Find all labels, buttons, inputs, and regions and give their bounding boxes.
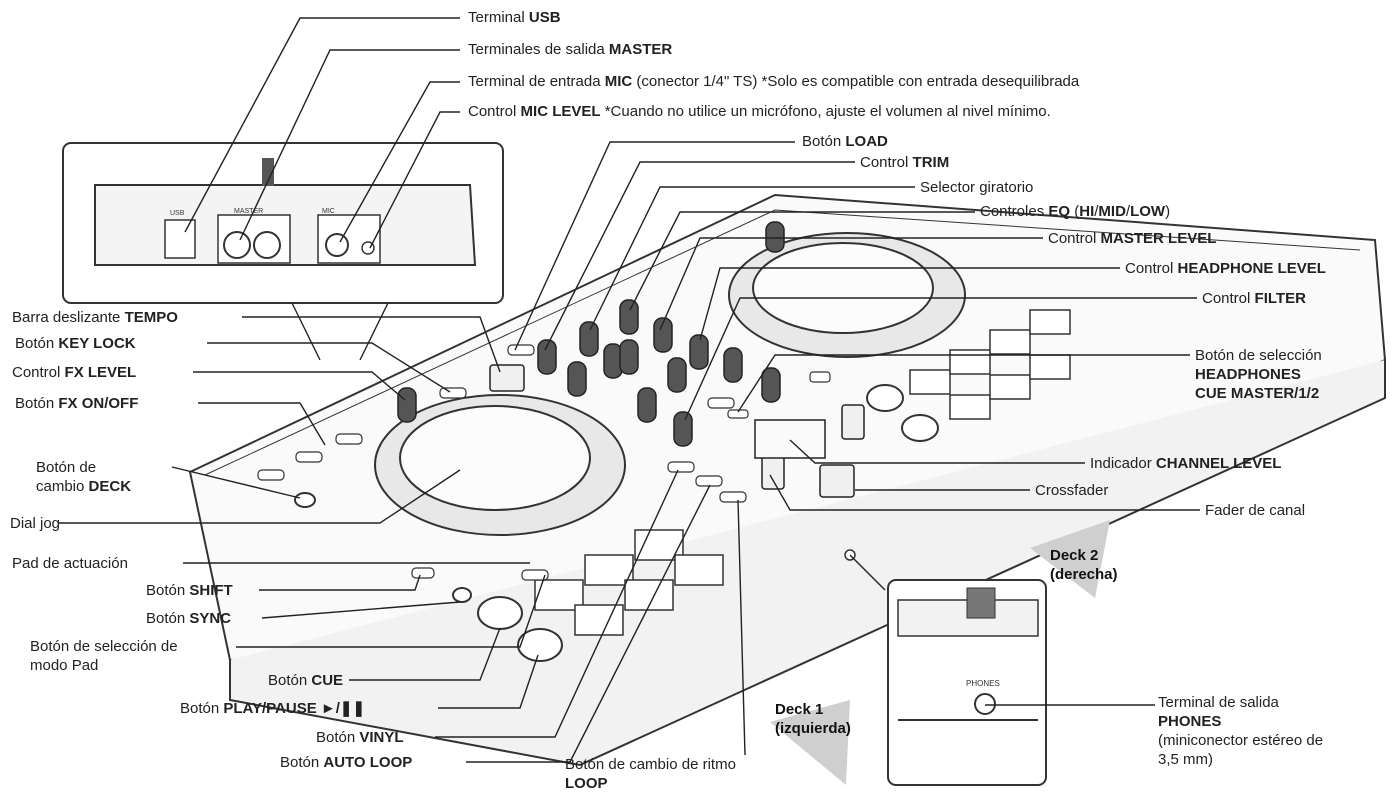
jog-dial-left bbox=[374, 394, 626, 536]
label-key-lock: Botón KEY LOCK bbox=[15, 335, 136, 352]
label-mic-input: Terminal de entrada MIC (conector 1/4" T… bbox=[468, 73, 1080, 90]
inset-master-text: MASTER bbox=[234, 208, 263, 215]
deck2-line2: (derecha) bbox=[1050, 566, 1118, 583]
knobs bbox=[397, 221, 785, 447]
label-load-button: Botón LOAD bbox=[802, 133, 888, 150]
faders bbox=[489, 364, 865, 498]
label-deck-change: Botón de cambio DECK bbox=[36, 458, 131, 496]
label-vinyl-button: Botón VINYL bbox=[316, 729, 404, 746]
phones-inset-panel bbox=[844, 549, 1047, 786]
hp-select-line2: HEADPHONES bbox=[1195, 366, 1301, 383]
round-buttons bbox=[294, 384, 939, 662]
label-shift-button: Botón SHIFT bbox=[146, 582, 233, 599]
hp-select-line1: Botón de selección bbox=[1195, 347, 1322, 364]
leader-lines bbox=[59, 17, 1200, 763]
performance-pads-right bbox=[909, 309, 1071, 420]
label-mic-level: Control MIC LEVEL *Cuando no utilice un … bbox=[468, 103, 1051, 120]
label-trim-control: Control TRIM bbox=[860, 154, 950, 171]
label-cue-button: Botón CUE bbox=[268, 672, 344, 689]
deck2-line1: Deck 2 bbox=[1050, 547, 1099, 564]
phones-line4: 3,5 mm) bbox=[1158, 751, 1214, 768]
deck-arrows bbox=[770, 520, 1110, 785]
label-crossfader: Crossfader bbox=[1035, 482, 1109, 499]
label-master-output: Terminales de salida MASTER bbox=[468, 41, 673, 58]
label-headphones-select: Botón de selección HEADPHONES CUE MASTER… bbox=[1195, 346, 1322, 403]
label-fx-onoff: Botón FX ON/OFF bbox=[15, 395, 139, 412]
label-pad-mode-select: Botón de selección de modo Pad bbox=[30, 637, 178, 675]
hp-select-line3: CUE MASTER/1/2 bbox=[1195, 385, 1320, 402]
label-usb-terminal: Terminal USB bbox=[468, 9, 561, 26]
deck2-label: Deck 2 (derecha) bbox=[1050, 546, 1118, 584]
label-channel-level: Indicador CHANNEL LEVEL bbox=[1090, 455, 1282, 472]
inset-phones-text: PHONES bbox=[966, 679, 1000, 688]
jog-dial-right bbox=[728, 232, 966, 358]
label-rotary-selector: Selector giratorio bbox=[920, 179, 1034, 196]
label-jog-dial: Dial jog bbox=[10, 515, 61, 532]
phones-line3: (miniconector estéreo de bbox=[1158, 732, 1324, 749]
beat-change-line1: Botón de cambio de ritmo bbox=[565, 756, 736, 773]
label-beat-change-loop: Botón de cambio de ritmo LOOP bbox=[565, 755, 736, 793]
label-tempo-slider: Barra deslizante TEMPO bbox=[12, 309, 178, 326]
label-sync-button: Botón SYNC bbox=[146, 610, 232, 627]
beat-change-line2: LOOP bbox=[565, 775, 608, 792]
label-channel-fader: Fader de canal bbox=[1205, 502, 1306, 519]
rear-inset-panel bbox=[62, 142, 504, 304]
label-phones-output: Terminal de salida PHONES (miniconector … bbox=[1158, 693, 1323, 769]
pad-mode-line1: Botón de selección de bbox=[30, 638, 178, 655]
phones-line1: Terminal de salida bbox=[1158, 694, 1279, 711]
label-filter-control: Control FILTER bbox=[1202, 290, 1306, 307]
label-play-pause-button: Botón PLAY/PAUSE ►/❚❚ bbox=[180, 700, 366, 717]
deck-change-line2: cambio DECK bbox=[36, 478, 132, 495]
deck1-line2: (izquierda) bbox=[775, 720, 851, 737]
label-auto-loop-button: Botón AUTO LOOP bbox=[280, 754, 413, 771]
label-headphone-level: Control HEADPHONE LEVEL bbox=[1125, 260, 1326, 277]
label-performance-pad: Pad de actuación bbox=[12, 555, 128, 572]
inset-usb-text: USB bbox=[170, 210, 185, 217]
inset-mic-text: MIC bbox=[322, 208, 335, 215]
deck-change-line1: Botón de bbox=[36, 459, 97, 476]
label-fx-level: Control FX LEVEL bbox=[12, 364, 137, 381]
phones-line2: PHONES bbox=[1158, 713, 1222, 730]
label-eq-controls: Controles EQ (HI/MID/LOW) bbox=[980, 203, 1171, 220]
pad-mode-line2: modo Pad bbox=[30, 657, 99, 674]
deck1-line1: Deck 1 bbox=[775, 701, 824, 718]
deck1-label: Deck 1 (izquierda) bbox=[775, 700, 851, 738]
label-master-level: Control MASTER LEVEL bbox=[1048, 230, 1217, 247]
small-buttons bbox=[257, 344, 831, 581]
